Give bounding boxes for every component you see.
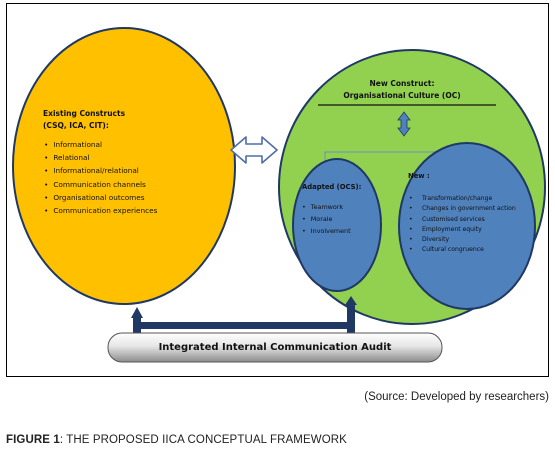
existing-title-line1: Existing Constructs: [43, 109, 126, 118]
list-item: Informational: [44, 138, 157, 151]
list-item: Changes in government action: [409, 204, 519, 215]
adapted-list: Teamwork Morale Involvement: [302, 201, 351, 237]
vertical-double-arrow-icon: [397, 111, 411, 137]
figure-caption: FIGURE 1: THE PROPOSED IICA CONCEPTUAL F…: [6, 434, 347, 446]
figure-frame: [6, 3, 549, 377]
list-item: Employment equity: [409, 225, 519, 236]
new-construct-line1: New Construct:: [369, 79, 435, 88]
new-title: New :: [408, 172, 430, 180]
audit-label: Integrated Internal Communication Audit: [158, 342, 392, 353]
caption-text: : THE PROPOSED IICA CONCEPTUAL FRAMEWORK: [59, 434, 347, 446]
audit-bar: [107, 332, 443, 363]
existing-constructs-list: Informational Relational Informational/r…: [44, 138, 157, 217]
adapted-title: Adapted (OCS):: [302, 183, 362, 191]
new-list: Transformation/change Changes in governm…: [409, 194, 519, 256]
caption-label: FIGURE 1: [6, 434, 60, 446]
list-item: Involvement: [302, 225, 351, 237]
new-construct-line2: Organisational Culture (OC): [343, 91, 461, 100]
audit-connector-left: [131, 307, 143, 335]
list-item: Transformation/change: [409, 194, 519, 205]
new-construct-title: New Construct: Organisational Culture (O…: [327, 78, 477, 102]
existing-constructs-title: Existing Constructs (CSQ, ICA, CIT):: [43, 108, 125, 132]
existing-title-line2: (CSQ, ICA, CIT):: [43, 121, 109, 130]
double-arrow-icon: [230, 136, 278, 164]
list-item: Communication experiences: [44, 204, 157, 217]
list-item: Morale: [302, 213, 351, 225]
list-item: Customised services: [409, 215, 519, 226]
list-item: Teamwork: [302, 201, 351, 213]
list-item: Informational/relational: [44, 164, 157, 177]
list-item: Organisational outcomes: [44, 191, 157, 204]
audit-connector-bar: [133, 322, 355, 329]
list-item: Cultural congruence: [409, 245, 519, 256]
list-item: Relational: [44, 151, 157, 164]
list-item: Diversity: [409, 235, 519, 246]
list-item: Communication channels: [44, 178, 157, 191]
source-note: (Source: Developed by researchers): [364, 391, 549, 403]
